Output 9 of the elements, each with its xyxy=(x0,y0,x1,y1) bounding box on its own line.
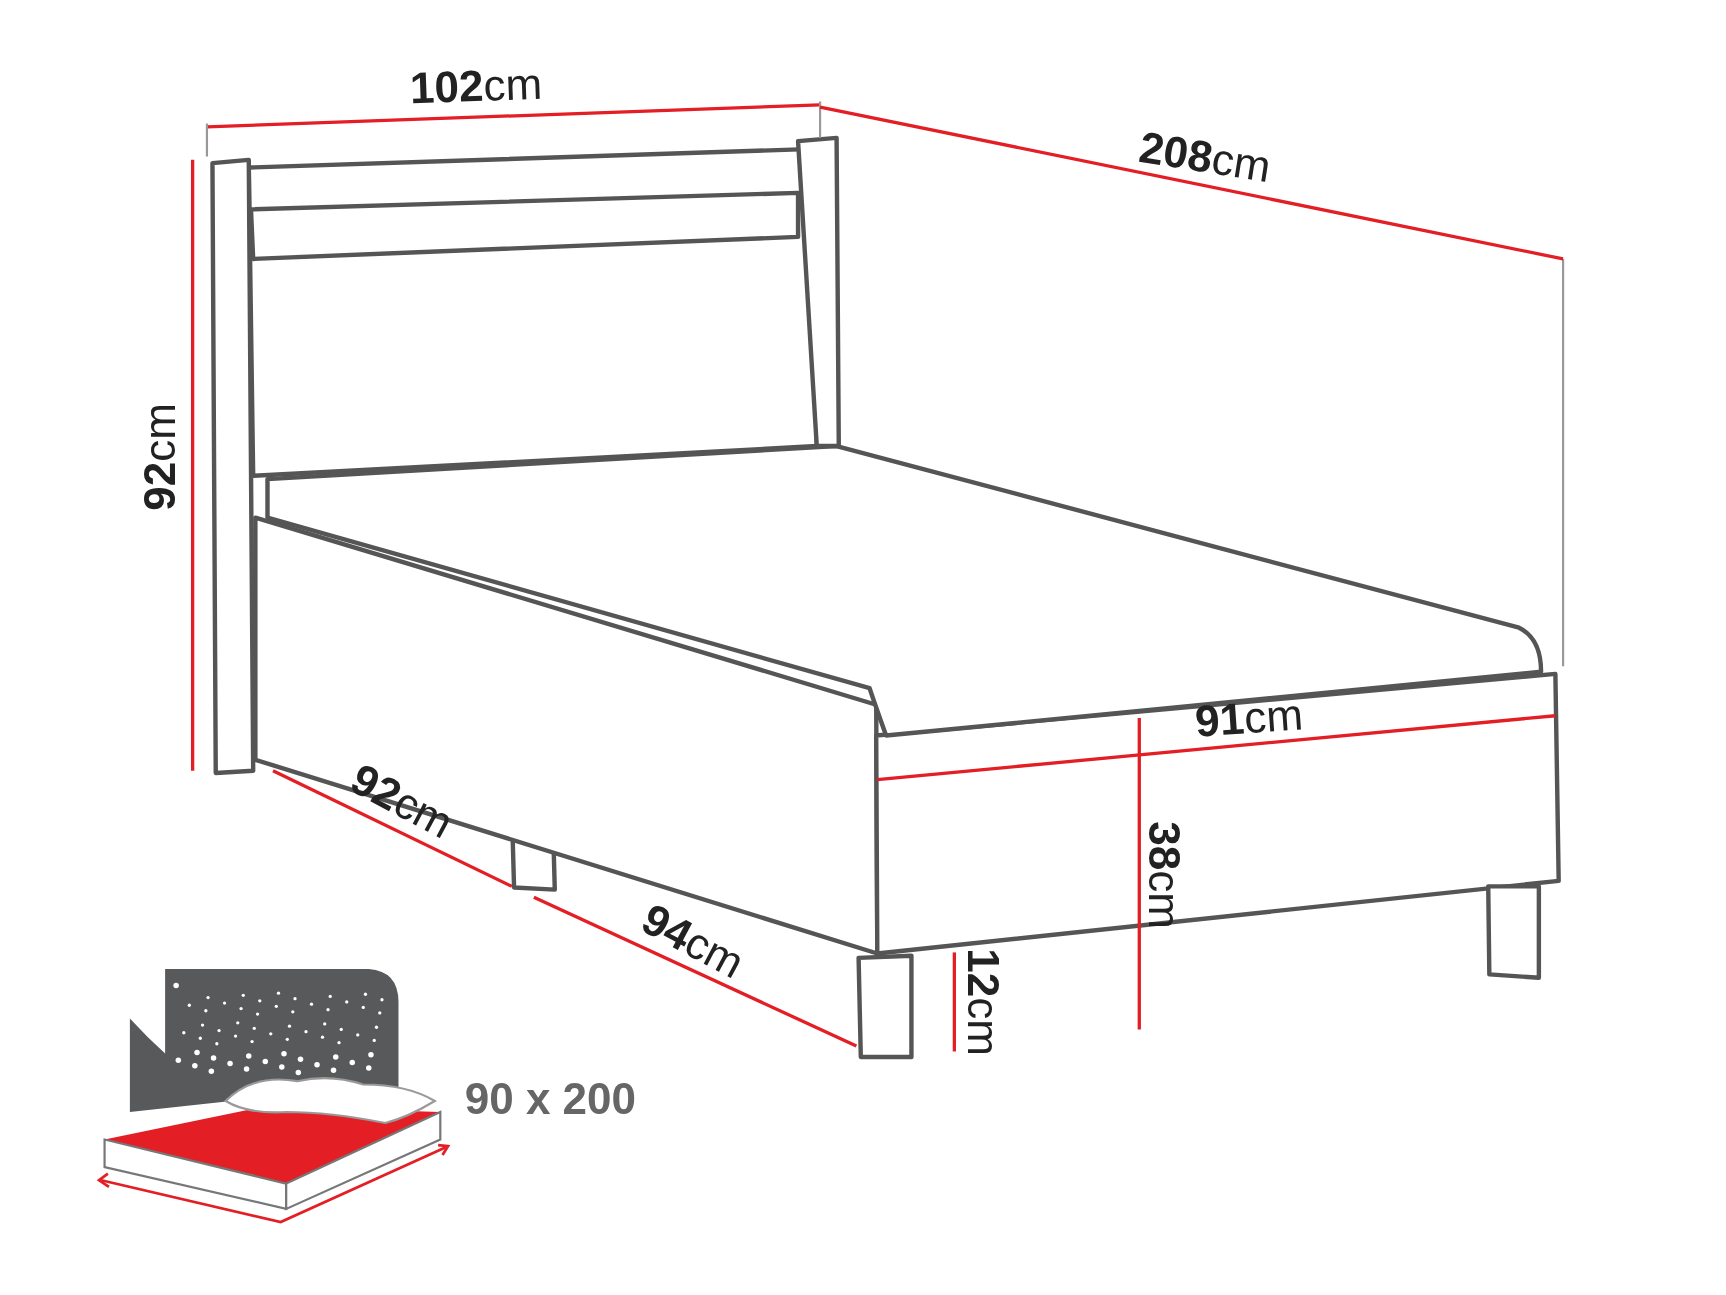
dimension-label: 91cm xyxy=(1194,692,1305,744)
dimension-label: 92cm xyxy=(137,403,182,511)
dimension-label: 208cm xyxy=(1136,125,1274,190)
dimension-label: 92cm xyxy=(343,756,460,847)
dimension-label: 102cm xyxy=(408,61,543,111)
dimension-label: 94cm xyxy=(635,896,752,986)
dimension-label: 12cm xyxy=(960,947,1005,1056)
mattress-size-label: 90 x 200 xyxy=(464,1076,636,1121)
dimension-label: 38cm xyxy=(1141,821,1186,929)
